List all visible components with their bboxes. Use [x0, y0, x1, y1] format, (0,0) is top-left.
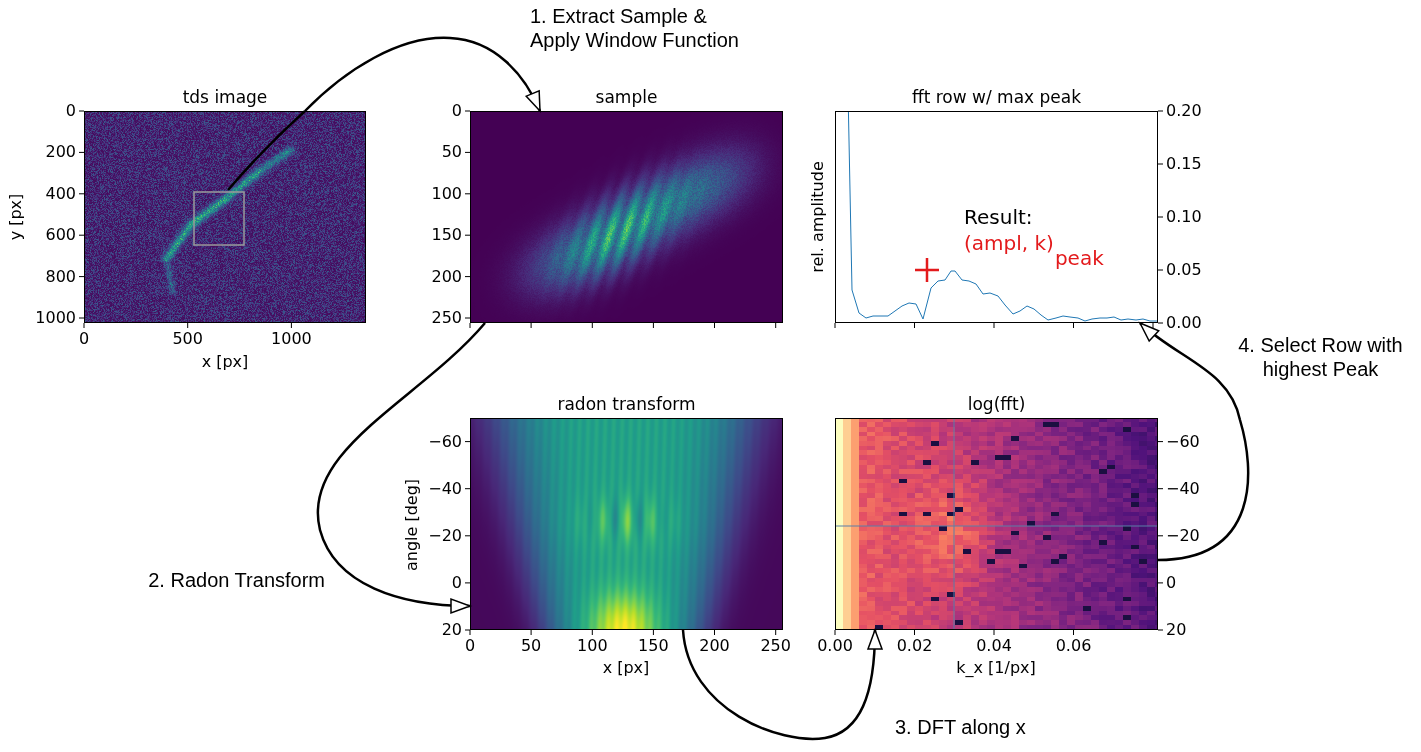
result-subscript: peak — [1055, 246, 1104, 270]
step-label: 1. Extract Sample & Apply Window Functio… — [530, 4, 750, 52]
tick-label: 600 — [45, 226, 76, 245]
connector — [318, 323, 485, 613]
panel-title: sample — [596, 87, 658, 107]
tds-heatmap — [84, 111, 366, 323]
sample-heatmap — [470, 111, 783, 323]
sample-region-box — [194, 192, 244, 245]
tick-label: 0.00 — [1166, 313, 1202, 332]
tick-label: 500 — [172, 329, 203, 348]
connector-line — [683, 630, 875, 739]
tick-label: 100 — [431, 184, 462, 203]
result-value: (ampl, k) — [964, 231, 1054, 255]
fft-heatmap — [835, 418, 1158, 630]
tick-label: 0.20 — [1166, 101, 1202, 120]
plot-panel: tds image — [84, 111, 366, 323]
connector-line — [1140, 323, 1248, 560]
axis-label: x [px] — [603, 658, 650, 677]
axis-label: angle [deg] — [402, 479, 421, 571]
tick-label: 200 — [431, 267, 462, 286]
tick-label: 1000 — [271, 329, 312, 348]
panel-title: radon transform — [557, 394, 695, 414]
tick-label: 250 — [431, 308, 462, 327]
axis-label: y [px] — [6, 194, 25, 241]
radon-heatmap — [470, 418, 783, 630]
tick-label: 100 — [577, 636, 608, 655]
leader-line — [228, 111, 305, 190]
tick-label: 0.02 — [897, 636, 933, 655]
arrowhead — [451, 599, 470, 613]
tick-label: 800 — [45, 267, 76, 286]
arrowhead — [1140, 323, 1159, 341]
plot-panel: sample — [470, 111, 783, 323]
axis-label: k_x [1/px] — [956, 658, 1036, 677]
tick-label: 0.00 — [817, 636, 853, 655]
connector — [1140, 323, 1248, 560]
tick-label: 1000 — [35, 308, 76, 327]
step-label: 4. Select Row with highest Peak — [1228, 333, 1413, 381]
tick-label: −40 — [428, 479, 462, 498]
tick-label: 0 — [66, 101, 76, 120]
tick-label: 0 — [465, 636, 475, 655]
tick-label: 200 — [45, 143, 76, 162]
panel-title: log(fft) — [968, 394, 1026, 414]
connector-line — [305, 38, 540, 111]
panel-title: tds image — [183, 87, 268, 107]
axis-label: rel. amplitude — [808, 161, 827, 273]
tick-label: 0.15 — [1166, 154, 1202, 173]
result-text: Result: — [964, 205, 1033, 229]
tick-label: −20 — [428, 526, 462, 545]
tick-label: 150 — [638, 636, 669, 655]
arrowhead — [526, 91, 540, 111]
tick-label: 150 — [431, 226, 462, 245]
panel-title: fft row w/ max peak — [912, 87, 1081, 107]
axis-label: x [px] — [202, 352, 249, 371]
spectrum-line — [847, 111, 1158, 321]
tick-label: 20 — [442, 620, 462, 639]
tick-label: 0.06 — [1056, 636, 1092, 655]
tick-label: 0.10 — [1166, 207, 1202, 226]
connector — [683, 630, 882, 739]
tick-label: 0 — [452, 101, 462, 120]
tick-label: 20 — [1166, 620, 1186, 639]
peak-marker — [915, 258, 939, 282]
crosshair — [835, 526, 1158, 527]
tick-label: 50 — [442, 143, 462, 162]
tick-label: 50 — [521, 636, 541, 655]
tick-label: 200 — [699, 636, 730, 655]
tick-label: 0 — [79, 329, 89, 348]
tick-label: 0 — [452, 573, 462, 592]
tick-label: 0 — [1166, 573, 1176, 592]
tick-label: 0.04 — [976, 636, 1012, 655]
tick-marks — [79, 111, 1163, 635]
plot-panel: radon transform — [470, 418, 783, 630]
tick-label: 250 — [760, 636, 791, 655]
tick-label: −60 — [1166, 432, 1200, 451]
connector — [305, 38, 540, 111]
tick-label: −60 — [428, 432, 462, 451]
connector-line — [318, 323, 485, 606]
step-label: 2. Radon Transform — [148, 568, 325, 592]
arrowhead — [868, 630, 882, 649]
step-label: 3. DFT along x — [895, 715, 1026, 739]
crosshair — [954, 418, 955, 630]
tick-label: 400 — [45, 184, 76, 203]
tick-label: −40 — [1166, 479, 1200, 498]
tick-label: −20 — [1166, 526, 1200, 545]
plot-panel: log(fft) — [835, 418, 1158, 630]
tick-label: 0.05 — [1166, 260, 1202, 279]
